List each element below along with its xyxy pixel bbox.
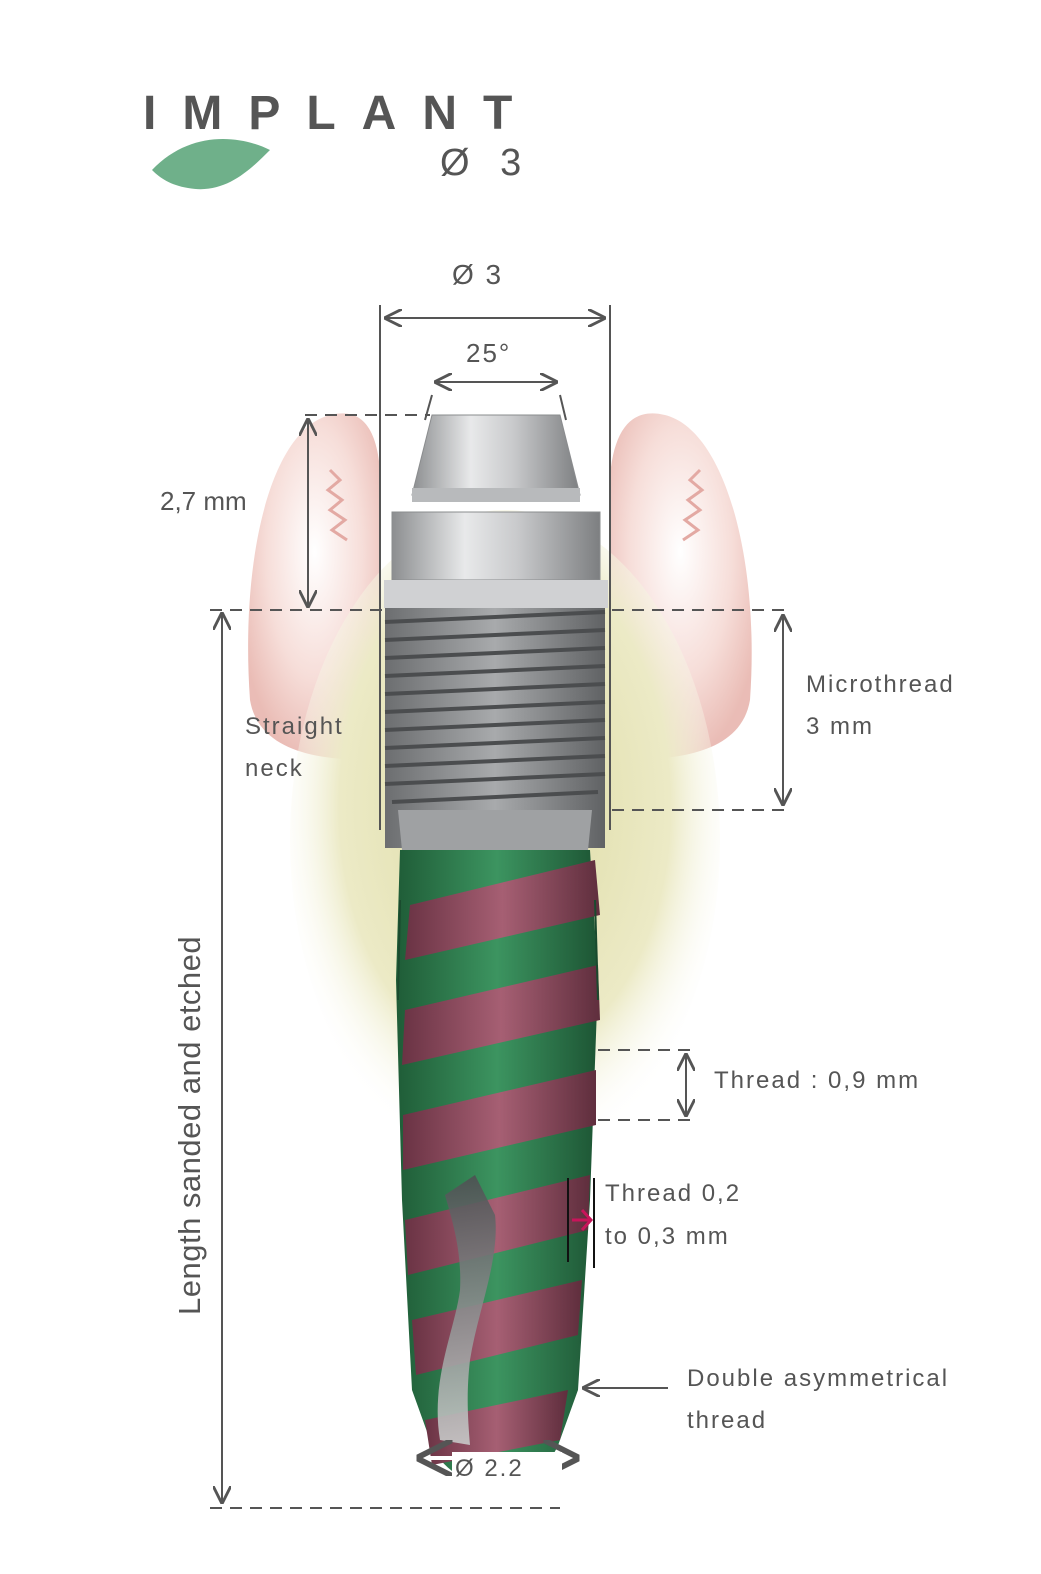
length-vertical-label: Length sanded and etched (172, 935, 207, 1315)
abutment-hex (391, 511, 601, 581)
straight-neck-label-line2: neck (245, 755, 304, 782)
double-thread-label-line1: Double asymmetrical (687, 1365, 950, 1392)
thread-depth-label-line1: Thread 0,2 (605, 1180, 742, 1207)
angle-label: 25° (466, 338, 512, 368)
cutting-flute-icon (437, 1175, 496, 1445)
straight-neck-label-line1: Straight (245, 713, 344, 740)
apex-diameter-label: Ø 2.2 (455, 1455, 524, 1482)
thread-pitch-label: Thread : 0,9 mm (714, 1067, 921, 1094)
top-diameter-label: Ø 3 (452, 259, 504, 290)
leaf-logo-icon (152, 138, 270, 190)
brand-title: IMPLANT (143, 87, 539, 140)
brand-diameter: Ø 3 (440, 142, 532, 184)
microthread-grooves (384, 610, 606, 804)
double-thread-label-line2: thread (687, 1407, 768, 1434)
thread-depth-arrow-icon (572, 1208, 594, 1232)
thread-depth-label-line2: to 0,3 mm (605, 1223, 730, 1250)
microthread-label-line2: 3 mm (806, 713, 874, 740)
apex-label-box (452, 1452, 562, 1488)
neck-height-label: 2,7 mm (160, 486, 247, 516)
microthread-label-line1: Microthread (806, 671, 955, 698)
abutment-cone (411, 414, 581, 496)
